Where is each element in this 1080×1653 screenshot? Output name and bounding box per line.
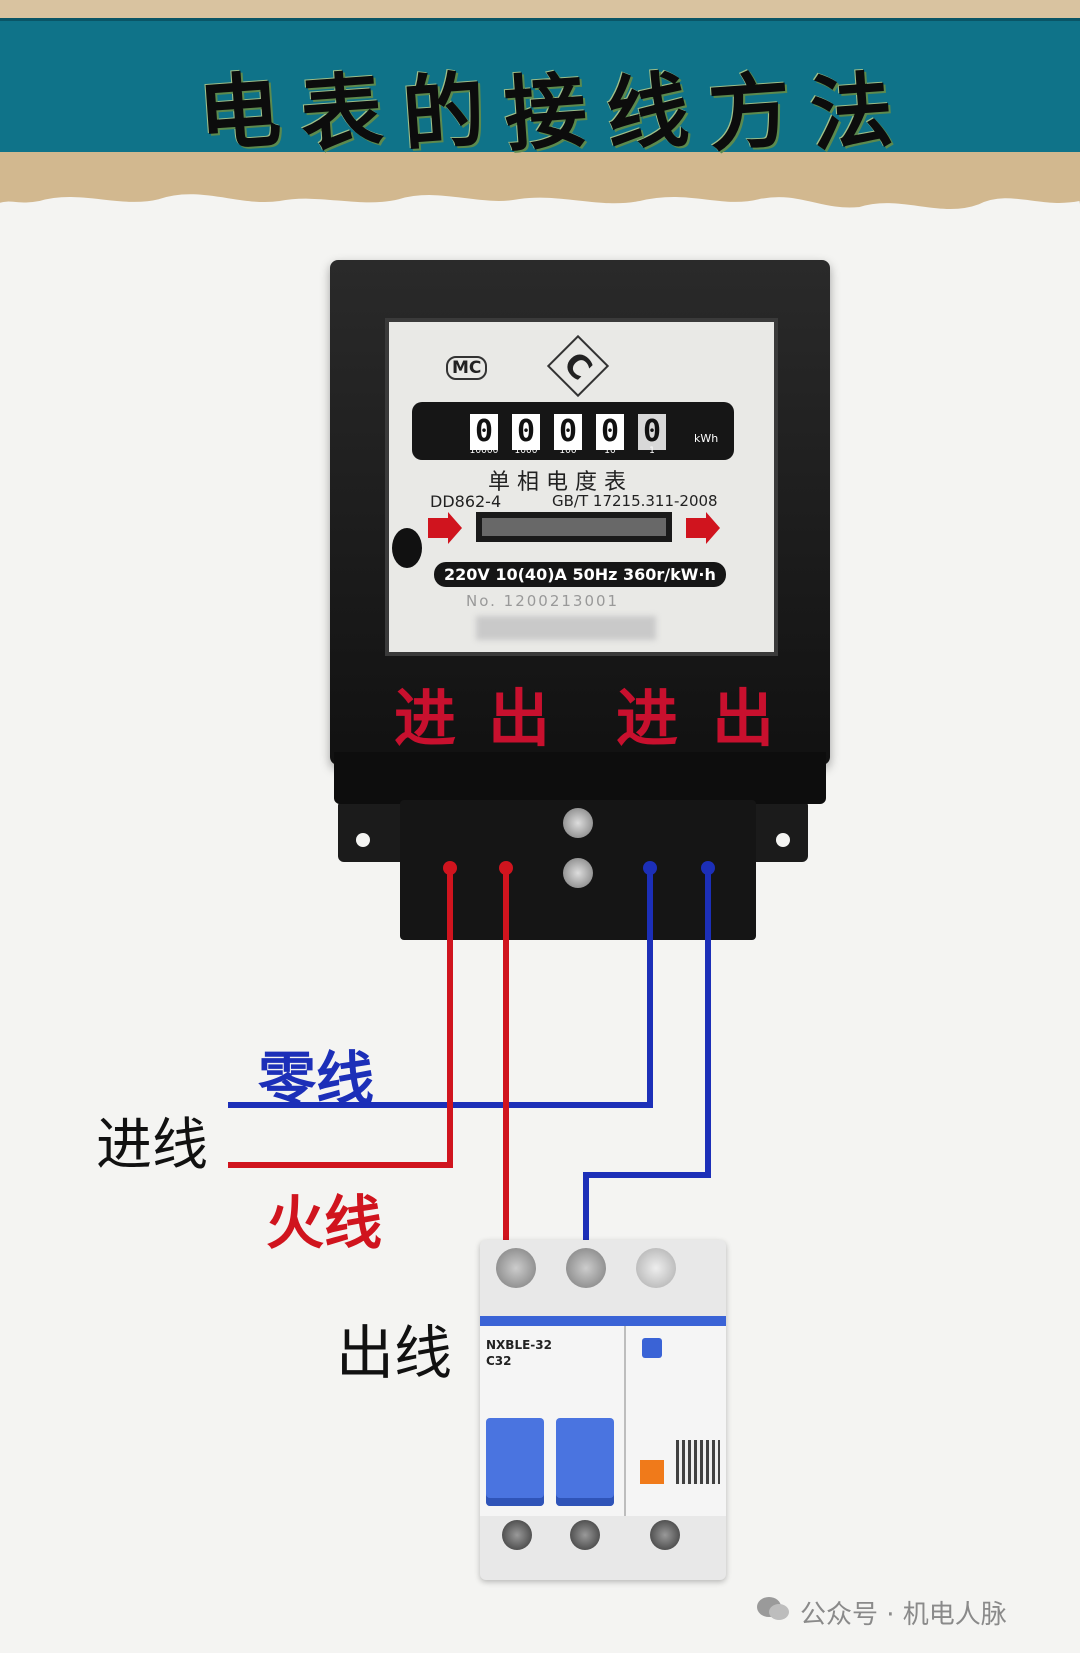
meter-model: DD862-4: [430, 492, 502, 511]
terminal-screw-bottom: [563, 858, 593, 888]
disc-window: [428, 512, 720, 544]
meter-mount-hole-right: [776, 833, 790, 847]
meter-rotor-hole: [392, 528, 422, 568]
register-digit-4: 0: [596, 414, 624, 450]
breaker-top-terminal-2: [566, 1248, 606, 1288]
meter-name: 单 相 电 度 表: [488, 470, 626, 495]
wire-cap-1: [443, 861, 457, 875]
meter-rating: 220V 10(40)A 50Hz 360r/kW·h: [434, 562, 726, 587]
neutral-wire-out: [583, 865, 711, 1245]
register-digit-5: 0: [638, 414, 666, 450]
breaker-toggle-2[interactable]: [556, 1418, 614, 1506]
register-digit-3: 0: [554, 414, 582, 450]
breaker-bottom-terminal-1: [502, 1520, 532, 1550]
blurred-barcode: [476, 616, 656, 640]
breaker-toggle-1[interactable]: [486, 1418, 544, 1506]
breaker-model: NXBLE-32: [486, 1338, 552, 1352]
wire-cap-2: [499, 861, 513, 875]
brand-mark: MC: [446, 356, 488, 380]
wechat-icon: [756, 1596, 790, 1622]
wire-cap-4: [701, 861, 715, 875]
terminal-label-4: 出: [712, 682, 775, 755]
register-digit-1: 0: [470, 414, 498, 450]
breaker-blue-band: [480, 1316, 726, 1326]
neutral-wire-in: [228, 865, 653, 1108]
breaker-rating: C32: [486, 1354, 512, 1368]
breaker-top-terminal-1: [496, 1248, 536, 1288]
torn-paper-edge: [0, 152, 1080, 215]
neutral-label: 零线: [258, 1045, 375, 1113]
live-wire-in: [228, 865, 453, 1168]
watermark: 公众号 · 机电人脉: [800, 1600, 1007, 1630]
terminal-label-2: 出: [488, 682, 551, 755]
meter-mount-hole-left: [356, 833, 370, 847]
terminal-screw-top: [563, 808, 593, 838]
qr-code: [676, 1440, 720, 1484]
wire-cap-3: [643, 861, 657, 875]
terminal-label-3: 进: [616, 682, 679, 755]
meter-serial: No. 1200213001: [466, 592, 620, 610]
register-unit: kWh: [694, 432, 719, 445]
live-label: 火线: [266, 1189, 383, 1257]
incoming-label: 进线: [96, 1113, 208, 1178]
register-digit-2: 0: [512, 414, 540, 450]
register-multiplier-4: 10: [604, 446, 616, 456]
terminal-label-1: 进: [394, 682, 457, 755]
breaker-divider: [624, 1326, 626, 1516]
register-multiplier-2: 1000: [514, 446, 538, 456]
breaker-bottom-terminal-3: [650, 1520, 680, 1550]
register-multiplier-3: 100: [559, 446, 577, 456]
register-multiplier-5: 1: [649, 446, 655, 456]
meter-housing-lower: [334, 752, 826, 804]
outgoing-label: 出线: [336, 1319, 453, 1387]
banner-top-paper: [0, 0, 1080, 20]
meter-standard: GB/T 17215.311-2008: [552, 492, 718, 510]
register-multiplier-1: 10000: [469, 446, 499, 456]
rcd-test-button[interactable]: [642, 1338, 662, 1358]
breaker-top-terminal-3: [636, 1248, 676, 1288]
breaker-bottom-terminal-2: [570, 1520, 600, 1550]
rcd-indicator: [640, 1460, 664, 1484]
